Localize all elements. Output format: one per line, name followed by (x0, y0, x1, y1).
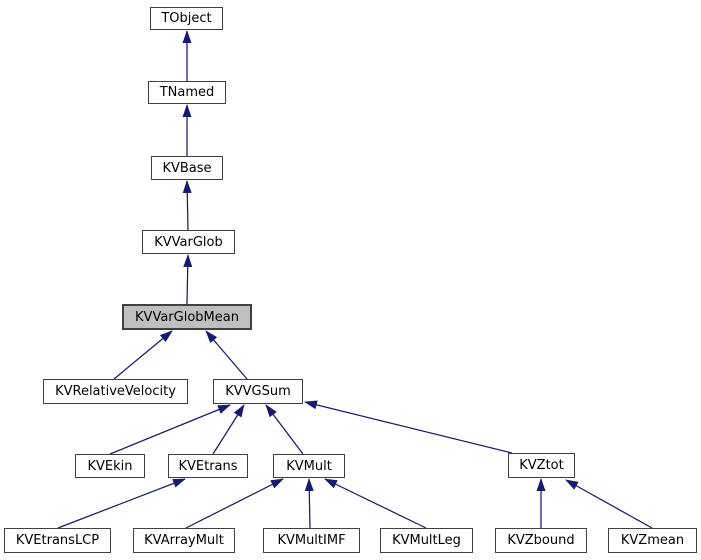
class-node-KVVarGlobMean: KVVarGlobMean (122, 304, 252, 330)
inheritance-arrow-KVEkin-to-KVVGSum (109, 404, 231, 455)
inheritance-arrow-KVEtransLCP-to-KVEtrans (57, 478, 186, 529)
class-node-KVBase[interactable]: KVBase (151, 156, 223, 180)
inheritance-arrow-KVZtot-to-KVVGSum (304, 400, 513, 454)
class-node-TObject[interactable]: TObject (150, 7, 223, 30)
inheritance-arrow-KVMult-to-KVVGSum (265, 404, 304, 455)
class-node-TNamed[interactable]: TNamed (148, 81, 226, 104)
inheritance-arrow-KVArrayMult-to-KVMult (185, 478, 284, 529)
class-node-KVRelativeVelocity[interactable]: KVRelativeVelocity (43, 379, 188, 404)
inheritance-arrow-KVZmean-to-KVZtot (565, 479, 653, 529)
class-node-KVEkin[interactable]: KVEkin (75, 454, 145, 478)
class-node-KVEtrans[interactable]: KVEtrans (168, 454, 248, 478)
class-node-KVMultIMF[interactable]: KVMultIMF (263, 528, 360, 553)
class-node-KVMultLeg[interactable]: KVMultLeg (380, 528, 473, 553)
class-node-KVMult[interactable]: KVMult (273, 454, 345, 478)
inheritance-arrow-KVMultLeg-to-KVMult (324, 478, 427, 529)
class-node-KVZmean[interactable]: KVZmean (608, 528, 697, 553)
class-node-KVZtot[interactable]: KVZtot (508, 453, 575, 478)
inheritance-arrow-KVRelativeVelocity-to-KVVarGlobMean (113, 330, 173, 380)
class-node-KVVarGlob[interactable]: KVVarGlob (142, 230, 235, 254)
inheritance-arrow-KVVarGlobMean-to-KVVarGlob (183, 254, 193, 305)
inheritance-arrow-KVEtrans-to-KVVGSum (212, 404, 245, 455)
inheritance-arrow-KVVGSum-to-KVVarGlobMean (205, 330, 248, 380)
class-node-KVVGSum[interactable]: KVVGSum (213, 379, 303, 404)
class-node-KVEtransLCP[interactable]: KVEtransLCP (4, 528, 111, 553)
inheritance-arrow-KVVarGlob-to-KVBase (182, 180, 192, 231)
class-node-KVArrayMult[interactable]: KVArrayMult (133, 528, 235, 553)
class-node-KVZbound[interactable]: KVZbound (495, 528, 587, 553)
inheritance-arrow-KVMultIMF-to-KVMult (304, 478, 314, 529)
